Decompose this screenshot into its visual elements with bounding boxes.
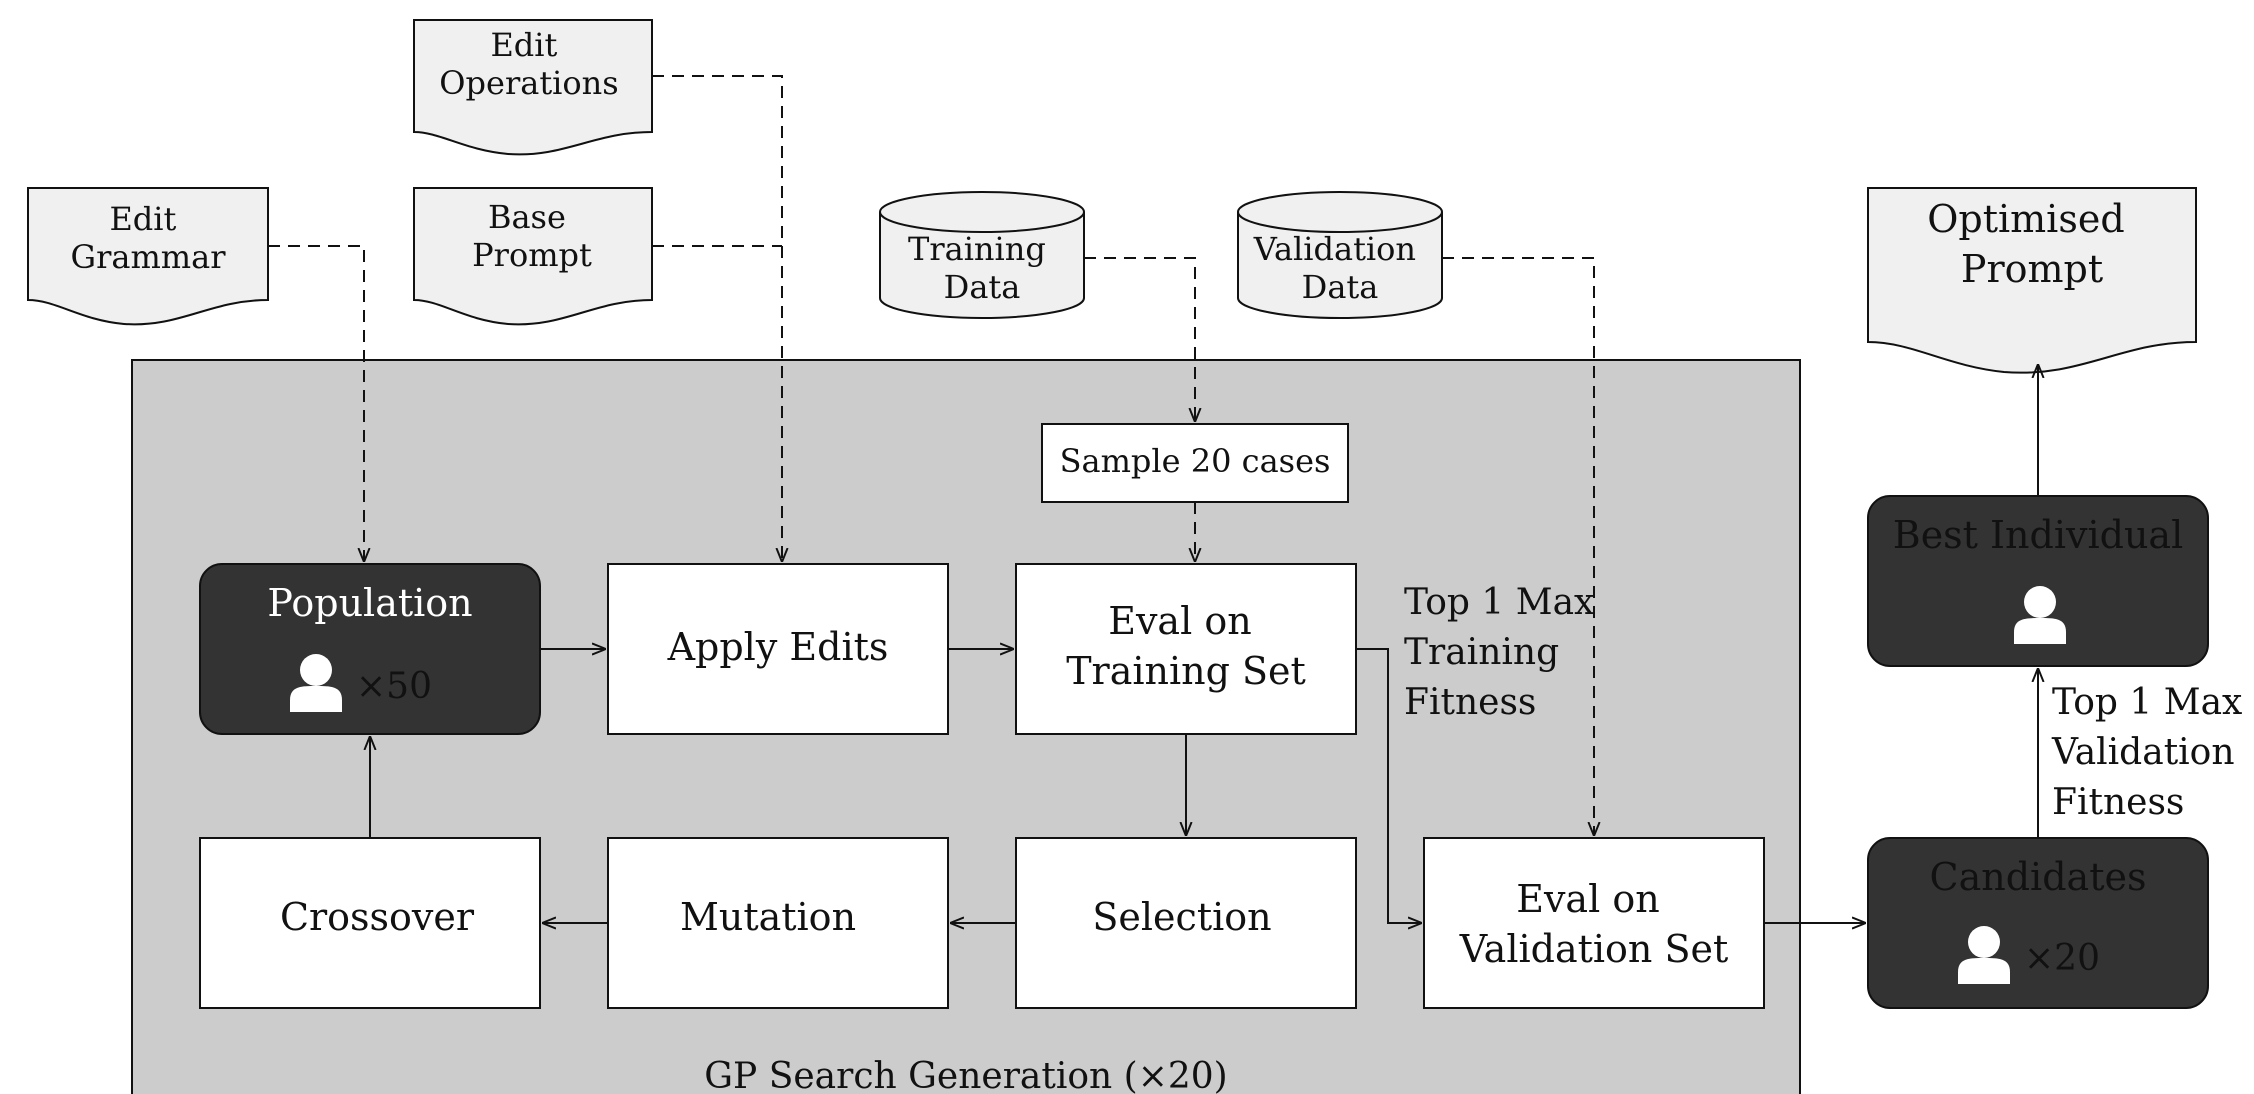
base-prompt-label: Base Prompt <box>472 198 592 274</box>
eval-training-to-eval-validation-arrow <box>1356 648 1422 923</box>
population-count: ×50 <box>356 666 432 707</box>
training-data-to-sample-arrow <box>1084 257 1195 422</box>
mutation-label: Mutation <box>680 895 856 939</box>
crossover-node: Crossover <box>199 837 541 1009</box>
sample-cases-node: Sample 20 cases <box>1041 423 1349 503</box>
person-icon <box>290 654 342 712</box>
candidates-count: ×20 <box>2024 938 2100 979</box>
candidates-node: Candidates ×20 <box>1867 837 2209 1009</box>
person-icon <box>2014 586 2066 644</box>
eval-training-node: Eval on Training Set <box>1015 563 1357 735</box>
eval-validation-node: Eval on Validation Set <box>1423 837 1765 1009</box>
edit-grammar-to-population-arrow <box>268 245 364 562</box>
validation-data-label: Validation Data <box>1253 230 1426 306</box>
training-data-database: Training Data <box>879 191 1085 319</box>
population-title: Population <box>267 581 472 625</box>
eval-validation-label: Eval on Validation Set <box>1459 877 1729 971</box>
eval-training-label: Eval on Training Set <box>1066 599 1306 693</box>
optimised-prompt-label: Optimised Prompt <box>1927 197 2137 291</box>
optimised-prompt-document: Optimised Prompt <box>1867 187 2197 374</box>
edit-grammar-label: Edit Grammar <box>71 200 227 276</box>
validation-data-to-eval-validation-arrow <box>1442 257 1594 836</box>
training-data-label: Training Data <box>908 230 1056 306</box>
apply-edits-node: Apply Edits <box>607 563 949 735</box>
dashed-connectors <box>268 75 1594 836</box>
best-individual-title: Best Individual <box>1893 513 2183 557</box>
crossover-label: Crossover <box>280 895 475 939</box>
base-prompt-document: Base Prompt <box>413 187 653 326</box>
candidates-title: Candidates <box>1930 855 2147 899</box>
person-icon <box>1958 926 2010 984</box>
validation-data-database: Validation Data <box>1237 191 1443 319</box>
mutation-node: Mutation <box>607 837 949 1009</box>
solid-connectors <box>370 364 2038 923</box>
edit-operations-label: Edit Operations <box>439 26 618 102</box>
edit-operations-to-apply-edits-arrow <box>652 75 782 562</box>
selection-label: Selection <box>1092 895 1271 939</box>
gp-region-caption: GP Search Generation (×20) <box>704 1056 1227 1094</box>
top-training-fitness-label: Top 1 Max Training Fitness <box>1404 582 1606 723</box>
best-individual-node: Best Individual <box>1867 495 2209 667</box>
population-node: Population ×50 <box>199 563 541 735</box>
sample-cases-label: Sample 20 cases <box>1060 442 1331 480</box>
top-validation-fitness-label: Top 1 Max Validation Fitness <box>2051 682 2254 823</box>
edit-operations-document: Edit Operations <box>413 19 653 156</box>
apply-edits-label: Apply Edits <box>667 625 889 669</box>
edit-grammar-document: Edit Grammar <box>27 187 269 326</box>
selection-node: Selection <box>1015 837 1357 1009</box>
